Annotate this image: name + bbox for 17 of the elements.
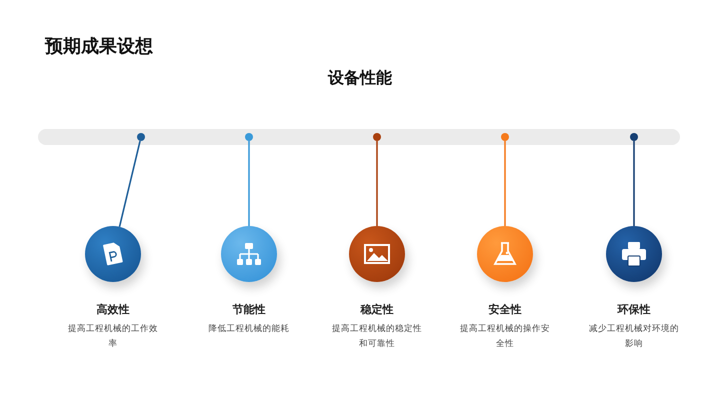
card-description: 提高工程机械的操作安全性 bbox=[459, 322, 551, 351]
card-heading: 安全性 bbox=[488, 302, 522, 317]
card-description: 提高工程机械的工作效率 bbox=[67, 322, 159, 351]
connector-line bbox=[376, 141, 378, 226]
card-description: 降低工程机械的能耗 bbox=[208, 323, 290, 336]
connector-line bbox=[633, 141, 635, 226]
title: 预期成果设想 bbox=[45, 35, 153, 58]
subtitle: 设备性能 bbox=[326, 68, 393, 89]
card-heading: 节能性 bbox=[232, 302, 266, 317]
card-heading: 稳定性 bbox=[359, 302, 394, 317]
card-heading: 环保性 bbox=[616, 302, 652, 317]
card-description: 减少工程机械对环境的影响 bbox=[588, 322, 680, 351]
connector-line bbox=[504, 141, 506, 226]
connector-line bbox=[118, 140, 141, 227]
card-description: 提高工程机械的稳定性和可靠性 bbox=[331, 322, 423, 351]
connector-line bbox=[248, 141, 250, 226]
card-heading: 高效性 bbox=[96, 302, 130, 317]
